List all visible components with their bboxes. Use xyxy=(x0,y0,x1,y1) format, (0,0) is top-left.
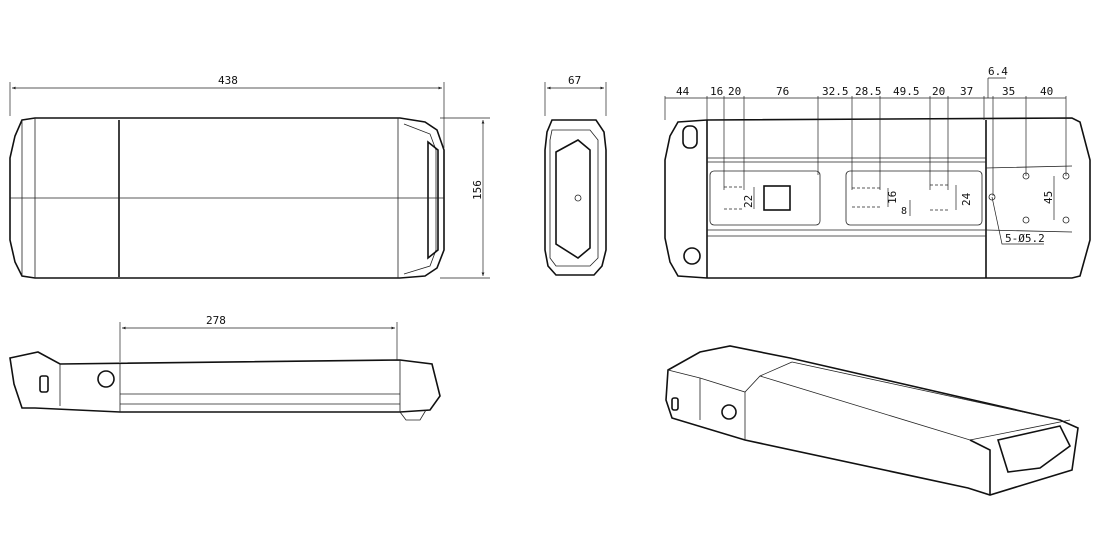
isometric-view xyxy=(665,345,1079,496)
dim-37: 37 xyxy=(960,85,973,98)
dim-16: 16 xyxy=(710,85,723,98)
dim-8: 8 xyxy=(901,206,907,217)
bottom-view: 44 16 20 76 32.5 28.5 49.5 20 37 35 40 6… xyxy=(664,65,1091,279)
dim-width: 156 xyxy=(471,180,484,200)
dim-end-width: 67 xyxy=(568,74,581,87)
dim-44: 44 xyxy=(676,85,690,98)
dim-22: 22 xyxy=(742,195,755,208)
dim-49-5: 49.5 xyxy=(893,85,920,98)
dim-76: 76 xyxy=(776,85,789,98)
dim-40: 40 xyxy=(1040,85,1053,98)
dim-32-5: 32.5 xyxy=(822,85,849,98)
dim-24: 24 xyxy=(960,192,973,206)
dim-length: 438 xyxy=(218,74,238,87)
dim-28-5: 28.5 xyxy=(855,85,882,98)
end-view: 67 xyxy=(544,74,607,276)
hole-callout: 5-Ø5.2 xyxy=(1005,232,1045,245)
dim-45: 45 xyxy=(1042,191,1055,204)
dim-16v: 16 xyxy=(886,191,899,204)
dim-20a: 20 xyxy=(728,85,741,98)
dim-mount-length: 278 xyxy=(206,314,226,327)
dim-20b: 20 xyxy=(932,85,945,98)
mounting-holes xyxy=(988,172,1070,224)
top-view: 438 156 xyxy=(9,74,490,279)
dim-35: 35 xyxy=(1002,85,1015,98)
side-view: 278 xyxy=(9,314,441,421)
dim-6-4: 6.4 xyxy=(988,65,1008,78)
